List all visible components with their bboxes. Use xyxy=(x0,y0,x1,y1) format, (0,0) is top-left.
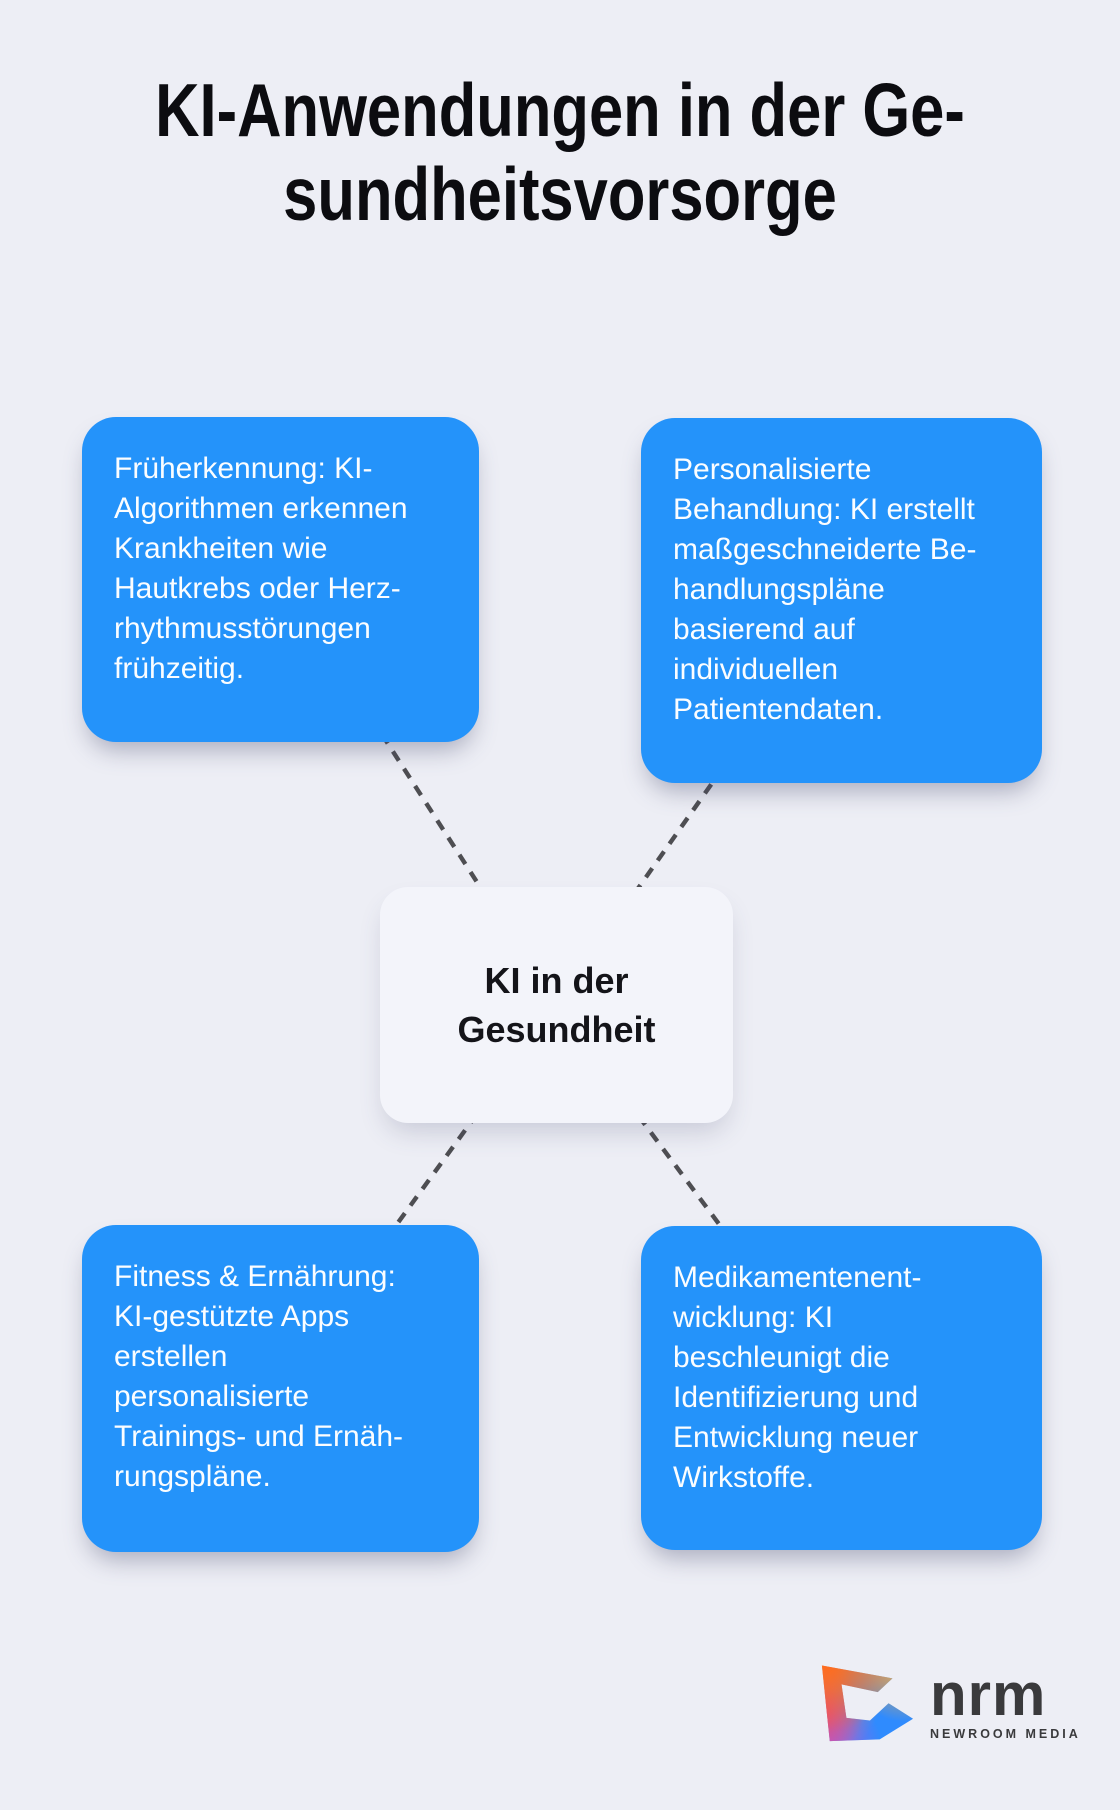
node-card-medikamentenentwicklung: Medikamentenent- wicklung: KI beschleuni… xyxy=(641,1226,1042,1550)
node-text-medikamentenentwicklung: Medikamentenent- wicklung: KI beschleuni… xyxy=(673,1261,922,1494)
logo-name: nrm xyxy=(930,1661,1047,1728)
node-card-personalisierte-behandlung: Personalisierte Behandlung: KI erstellt … xyxy=(641,418,1042,783)
logo-subtitle: NEWROOM MEDIA xyxy=(930,1727,1081,1741)
logo-textblock: nrm NEWROOM MEDIA xyxy=(930,1661,1081,1742)
logo: nrm NEWROOM MEDIA xyxy=(818,1662,1081,1748)
center-node-label: KI in der Gesundheit xyxy=(457,960,656,1050)
page-title: KI-Anwendungen in der Ge- sundheitsvorso… xyxy=(155,68,965,236)
center-node: KI in der Gesundheit xyxy=(380,887,733,1123)
node-text-frueherkennung: Früherkennung: KI- Algorithmen erkennen … xyxy=(114,452,408,685)
node-card-frueherkennung: Früherkennung: KI- Algorithmen erkennen … xyxy=(82,417,479,742)
node-text-fitness-ernaehrung: Fitness & Ernährung: KI-gestützte Apps e… xyxy=(114,1260,404,1493)
node-text-personalisierte-behandlung: Personalisierte Behandlung: KI erstellt … xyxy=(673,453,977,726)
node-card-fitness-ernaehrung: Fitness & Ernährung: KI-gestützte Apps e… xyxy=(82,1225,479,1552)
nrm-logo-icon xyxy=(821,1665,914,1742)
